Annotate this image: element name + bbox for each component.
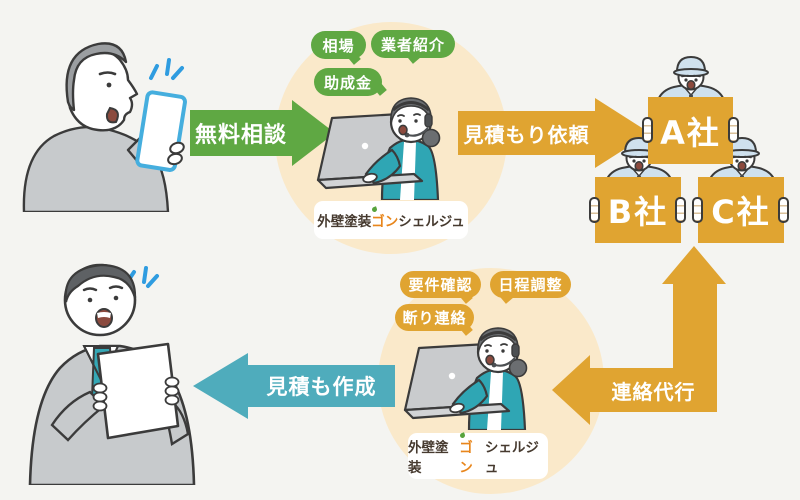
bubble-subsidy: 助成金 [314, 68, 382, 96]
headset-icon [392, 101, 430, 112]
bubble-market-price-label: 相場 [322, 36, 355, 55]
company-b-label: B社 [607, 193, 669, 231]
arrow-estimate-create: 見積も作成 [248, 365, 395, 407]
company-b-sign: B社 [595, 177, 681, 243]
bubble-requirements-check-label: 要件確認 [408, 276, 473, 294]
arrow-contact-proxy-left-head [552, 355, 590, 425]
bubble-schedule-adjust: 日程調整 [490, 271, 571, 298]
logo-accent: ゴン [459, 436, 485, 476]
logo-part1: 外壁塗装 [317, 214, 372, 230]
arrow-estimate-create-head [193, 353, 248, 419]
arrow-estimate-request: 見積もり依頼 [458, 111, 595, 155]
hand-grip-icon [778, 197, 789, 223]
bubble-contractor-intro-label: 業者紹介 [380, 35, 445, 54]
bubble-decline-contact: 断り連絡 [395, 304, 474, 331]
company-a-sign: A社 [648, 97, 733, 164]
operator-bottom-illustration [403, 327, 528, 430]
arrow-free-consultation: 無料相談 [190, 110, 292, 156]
man-with-smartphone-illustration [22, 42, 187, 212]
gonshierge-logo: 外壁塗装ゴンシェルジュ [408, 433, 548, 479]
bubble-schedule-adjust-label: 日程調整 [498, 276, 563, 294]
company-c-label: C社 [711, 193, 771, 231]
man-with-documents-illustration [28, 263, 196, 485]
logo-accent: ゴン [371, 210, 398, 230]
arrow-estimate-request-label: 見積もり依頼 [463, 122, 590, 147]
arrow-estimate-create-label: 見積も作成 [266, 375, 377, 399]
hand-grip-icon [589, 197, 600, 223]
hand-grip-icon [692, 197, 703, 223]
arrow-contact-proxy: 連絡代行 [590, 368, 717, 412]
logo-part1: 外壁塗装 [408, 440, 449, 476]
arrow-contact-proxy-up-head [662, 246, 726, 284]
bubble-requirements-check: 要件確認 [400, 271, 481, 298]
gonshierge-logo: 外壁塗装ゴンシェルジュ [314, 201, 468, 239]
hand-grip-icon [642, 117, 653, 143]
headset-icon [479, 331, 517, 342]
bubble-subsidy-label: 助成金 [323, 73, 372, 92]
bubble-contractor-intro: 業者紹介 [371, 30, 455, 58]
company-c-sign: C社 [698, 177, 784, 243]
bubble-market-price: 相場 [311, 31, 366, 59]
logo-part2: シェルジュ [484, 440, 539, 476]
logo-part2: シェルジュ [398, 214, 465, 230]
arrow-contact-proxy-label: 連絡代行 [611, 379, 696, 404]
contractor-a-illustration [656, 55, 726, 100]
hand-grip-icon [728, 117, 739, 143]
arrow-free-consultation-label: 無料相談 [194, 123, 287, 148]
sparkles-icon [149, 58, 184, 80]
bubble-decline-contact-label: 断り連絡 [402, 309, 467, 327]
arrow-contact-proxy-vertical [673, 284, 717, 370]
hand-grip-icon [675, 197, 686, 223]
operator-top-illustration [316, 97, 441, 200]
company-a-label: A社 [660, 113, 721, 152]
